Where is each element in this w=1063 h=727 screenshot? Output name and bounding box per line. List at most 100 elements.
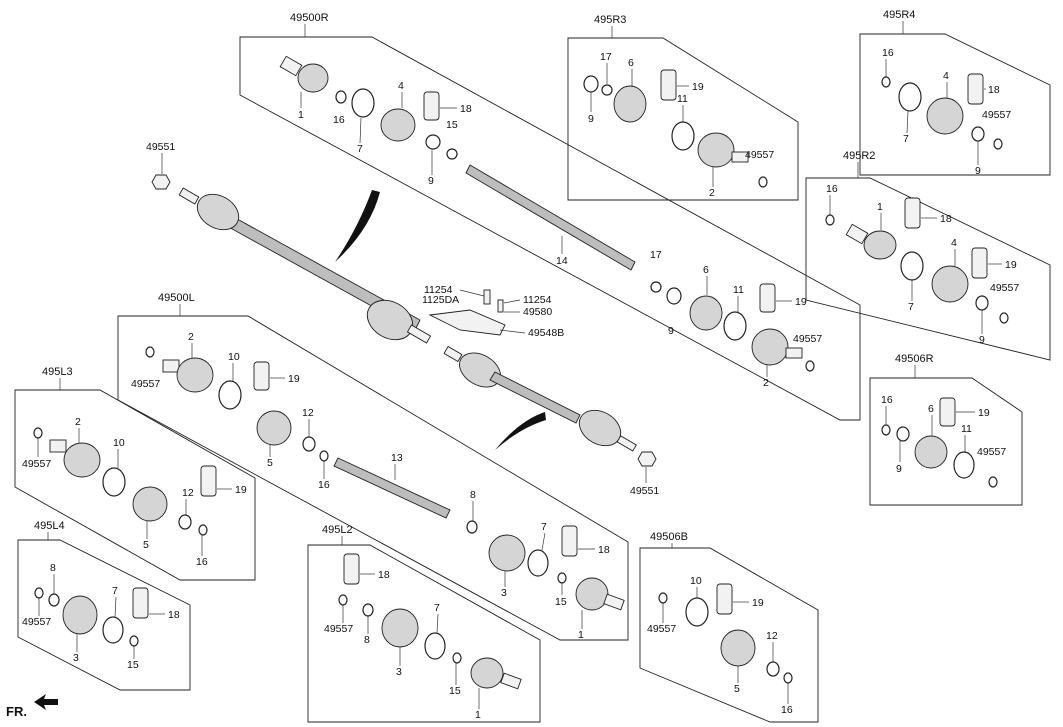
- callout-16-r4: 16: [882, 47, 894, 59]
- part-ring-15-r: [446, 148, 458, 160]
- front-arrow-icon: [34, 694, 58, 710]
- group-box-49500R: 49500R: [239, 12, 861, 421]
- group-label-49500R: 49500R: [290, 12, 329, 24]
- callout-11254-left: 11254: [424, 284, 453, 296]
- callout-7-l2: 7: [434, 602, 440, 614]
- callout-12-l: 12: [302, 407, 314, 419]
- part-grease-19-l: [253, 361, 270, 391]
- part-shaft-14: [465, 164, 636, 271]
- group-label-49500L: 49500L: [158, 292, 195, 304]
- part-clamp-9-r4: [971, 126, 985, 142]
- callout-19-l: 19: [288, 373, 300, 385]
- callout-5-l: 5: [267, 457, 273, 469]
- part-clamp-16-r: [335, 90, 347, 104]
- callout-5-b6: 5: [734, 683, 740, 695]
- callout-12-b6: 12: [766, 630, 778, 642]
- part-clamp-7-r4: [898, 82, 922, 112]
- callout-4-r4: 4: [943, 70, 949, 82]
- callout-18-r4: 18: [988, 84, 1000, 96]
- bracket-49548b: [428, 289, 506, 336]
- part-grease-18-r2: [904, 197, 921, 229]
- callout-3-l2: 3: [396, 666, 402, 678]
- callout-19-l3: 19: [235, 484, 247, 496]
- right-drive-shaft-assembly: [178, 187, 432, 344]
- part-boot-6-r3: [613, 85, 647, 123]
- callout-18-l2: 18: [378, 569, 390, 581]
- callout-16-b6: 16: [781, 704, 793, 716]
- part-ring-49557-r: [805, 360, 815, 372]
- callout-5-l3: 5: [143, 539, 149, 551]
- part-grease-18-l4: [132, 587, 149, 619]
- part-inner-joint-2-r: [751, 328, 803, 366]
- callout-8-l: 8: [470, 489, 476, 501]
- part-boot-3-l: [488, 534, 526, 572]
- part-ring-17-r: [650, 281, 662, 293]
- callout-6-r6: 6: [928, 403, 934, 415]
- part-grease-19-l3: [200, 465, 217, 497]
- part-grease-19-r6: [939, 397, 956, 427]
- callout-19-b6: 19: [752, 597, 764, 609]
- callout-9-r3: 9: [588, 113, 594, 125]
- part-clamp-12-b6: [766, 661, 780, 677]
- group-label-495L2: 495L2: [322, 524, 353, 536]
- part-grease-18-l2: [343, 553, 360, 585]
- part-ring-16-l: [319, 450, 329, 462]
- part-grease-18-l: [561, 525, 578, 557]
- assembly-arrow-lower: [495, 412, 546, 450]
- part-inner-joint-2-l3: [49, 439, 101, 478]
- part-clamp-12-l3: [178, 514, 192, 530]
- part-inner-joint-2-r3: [697, 132, 749, 168]
- callout-1125DA: 1125DA: [422, 294, 459, 306]
- group-box-495R3: 495R3: [567, 14, 799, 201]
- callout-49557-l3: 49557: [22, 458, 51, 470]
- part-boot-4-r: [380, 108, 416, 142]
- callout-17-r: 17: [650, 249, 662, 261]
- part-outer-joint-1-r2: [845, 223, 897, 260]
- callout-7-r: 7: [357, 143, 363, 155]
- part-ring-17-r3: [601, 84, 613, 96]
- part-grease-18-r: [423, 91, 440, 121]
- part-boot-4-r2: [931, 265, 969, 303]
- part-ring-8-l4: [48, 593, 60, 607]
- group-label-495L4: 495L4: [34, 520, 65, 532]
- part-ring-16-r6: [881, 424, 891, 436]
- callout-7-l: 7: [541, 521, 547, 533]
- nut-49551-upper: [151, 174, 171, 190]
- callout-9-r-inner: 9: [668, 325, 674, 337]
- callout-49557-l2: 49557: [324, 623, 353, 635]
- part-grease-19-b6: [716, 583, 733, 615]
- part-boot-6-r6: [914, 435, 948, 469]
- part-outer-joint-r: [279, 55, 329, 93]
- part-ring-15-l4: [129, 635, 139, 647]
- part-clamp-10-l: [218, 380, 242, 410]
- part-clamp-9-r-inner: [666, 287, 682, 305]
- callout-8-l4: 8: [50, 562, 56, 574]
- part-clamp-11-r6: [953, 451, 975, 479]
- part-clamp-7-l2: [424, 632, 446, 660]
- part-clamp-7-r2: [900, 251, 924, 281]
- group-box-495L2: 495L2: [307, 524, 541, 723]
- group-box-495L4: 495L4: [17, 520, 191, 691]
- group-box-495R4: 495R4: [859, 9, 1051, 176]
- part-boot-4-r4: [926, 97, 964, 135]
- group-box-495R2: 495R2: [805, 150, 1051, 361]
- part-ring-15-l: [557, 572, 567, 584]
- part-ring-16-r2: [825, 214, 835, 226]
- part-clamp-10-l3: [102, 467, 126, 497]
- callout-15-l: 15: [555, 596, 567, 608]
- part-ring-49557-l3: [33, 427, 43, 439]
- group-box-49506B: 49506B: [639, 531, 819, 723]
- callout-15-l2: 15: [449, 685, 461, 697]
- part-ring-16-r4: [881, 76, 891, 88]
- left-drive-shaft-assembly: [443, 345, 637, 452]
- callout-15-l4: 15: [127, 659, 139, 671]
- callout-49557-r3: 49557: [745, 149, 774, 161]
- part-ring-16-l3: [198, 524, 208, 536]
- callout-7-r4: 7: [903, 133, 909, 145]
- callout-49580: 49580: [523, 306, 552, 318]
- part-clamp-9-r3: [583, 75, 599, 93]
- callout-18-l4: 18: [168, 609, 180, 621]
- callout-2-l3: 2: [75, 416, 81, 428]
- callout-9-r: 9: [428, 175, 434, 187]
